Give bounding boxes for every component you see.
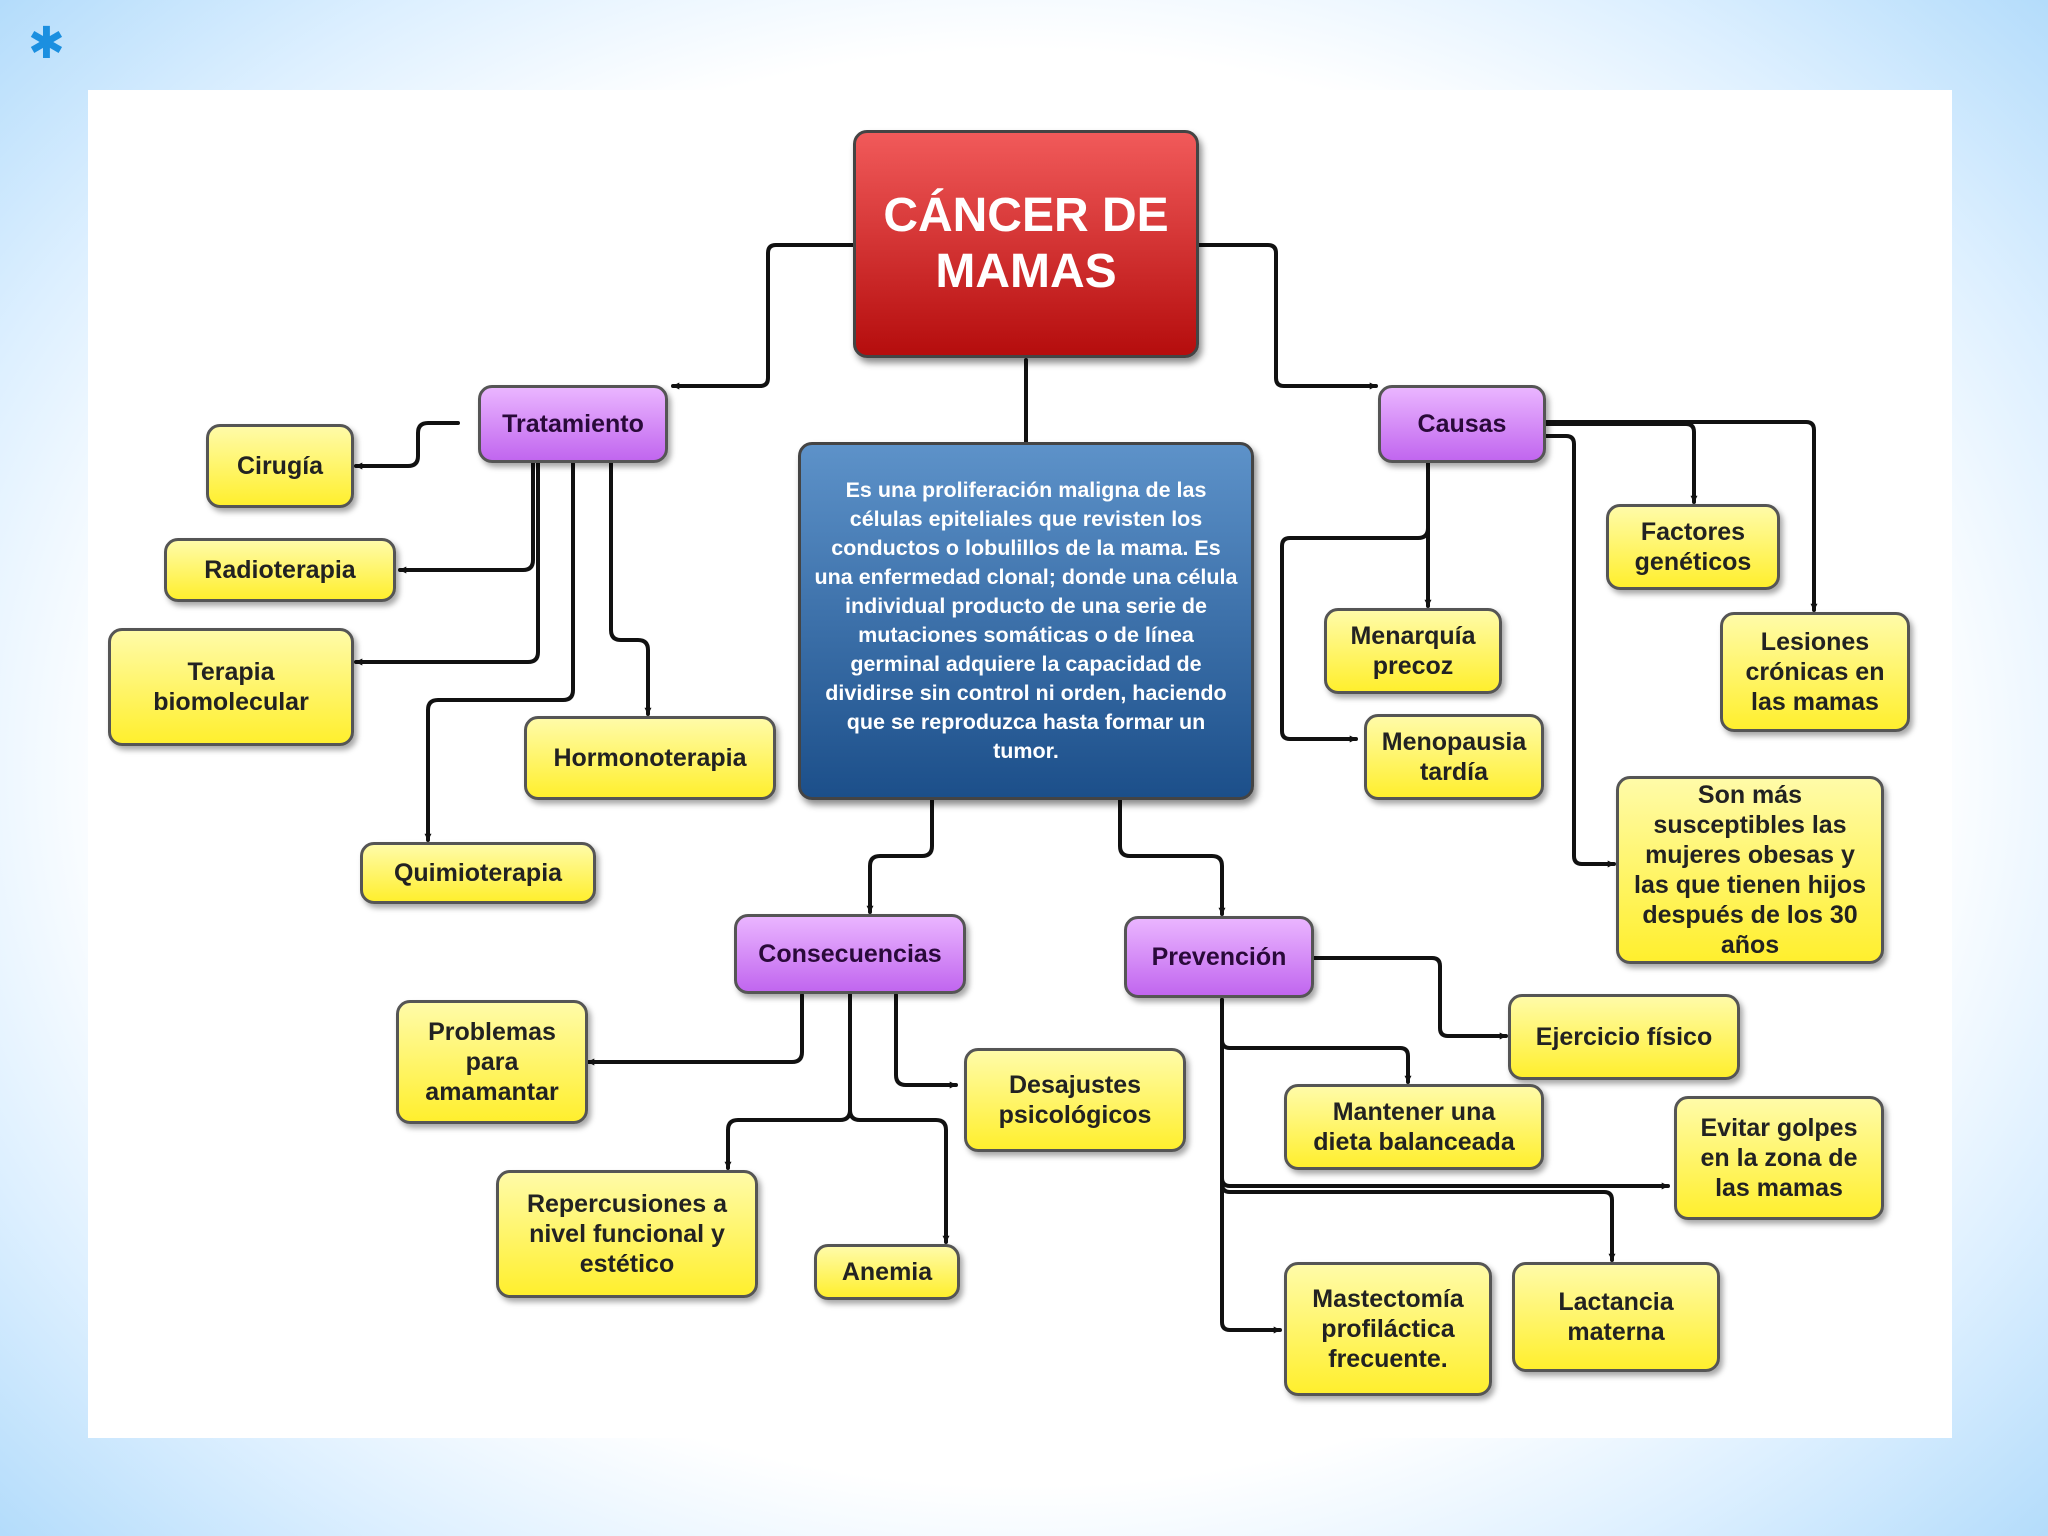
star-bullet-icon: ✱ [28,19,65,68]
link-prevencion-dieta [1220,998,1412,1084]
root-title: CÁNCER DE MAMAS [853,130,1199,358]
mastectomia-node: Mastectomía profiláctica frecuente. [1284,1262,1492,1396]
link-causas-menopausia [1280,460,1430,743]
link-prevencion-ejercicio [1308,956,1508,1040]
link-definition-prevencion [1118,798,1226,916]
factores-geneticos-node: Factores genéticos [1606,504,1780,590]
anemia-node: Anemia [814,1244,960,1300]
dieta-balanceada-node: Mantener una dieta balanceada [1284,1084,1544,1170]
link-tratamiento-terapia [354,460,540,666]
terapia-biomolecular-node: Terapia biomolecular [108,628,354,746]
mujeres-obesas-node: Son más susceptibles las mujeres obesas … [1616,776,1884,964]
link-prevencion-mastectomia [1220,998,1282,1334]
definition-text: Es una proliferación maligna de las célu… [798,442,1254,800]
menarquia-precoz-node: Menarquía precoz [1324,608,1502,694]
link-definition-consecuencias [866,798,934,914]
link-tratamiento-hormonoterapia [609,460,652,716]
link-root-causas [1197,243,1378,390]
hormonoterapia-node: Hormonoterapia [524,716,776,800]
link-tratamiento-radioterapia [398,460,535,574]
link-causas-obesas [1544,434,1616,868]
link-consecuencias-problemas [586,993,804,1066]
consecuencias-node: Consecuencias [734,914,966,994]
lesiones-cronicas-node: Lesiones crónicas en las mamas [1720,612,1910,732]
menopausia-tardia-node: Menopausia tardía [1364,714,1544,800]
link-consecuencias-anemia [848,993,950,1244]
link-tratamiento-quimioterapia [424,460,575,842]
prevencion-node: Prevención [1124,916,1314,998]
link-consecuencias-desajustes [894,993,958,1089]
cirugia-node: Cirugía [206,424,354,508]
link-tratamiento-cirugia [354,421,460,470]
repercusiones-node: Repercusiones a nivel funcional y estéti… [496,1170,758,1298]
connector-lines [354,243,1818,1334]
lactancia-materna-node: Lactancia materna [1512,1262,1720,1372]
quimioterapia-node: Quimioterapia [360,842,596,904]
radioterapia-node: Radioterapia [164,538,396,602]
concept-map: CÁNCER DE MAMAS Es una proliferación mal… [88,90,1952,1438]
link-causas-lesiones [1544,420,1818,612]
tratamiento-node: Tratamiento [478,385,668,463]
link-consecuencias-repercusiones [724,993,852,1170]
link-root-tratamiento [671,243,855,390]
evitar-golpes-node: Evitar golpes en la zona de las mamas [1674,1096,1884,1220]
causas-node: Causas [1378,385,1546,463]
ejercicio-fisico-node: Ejercicio físico [1508,994,1740,1080]
problemas-amamantar-node: Problemas para amamantar [396,1000,588,1124]
desajustes-psicologicos-node: Desajustes psicológicos [964,1048,1186,1152]
